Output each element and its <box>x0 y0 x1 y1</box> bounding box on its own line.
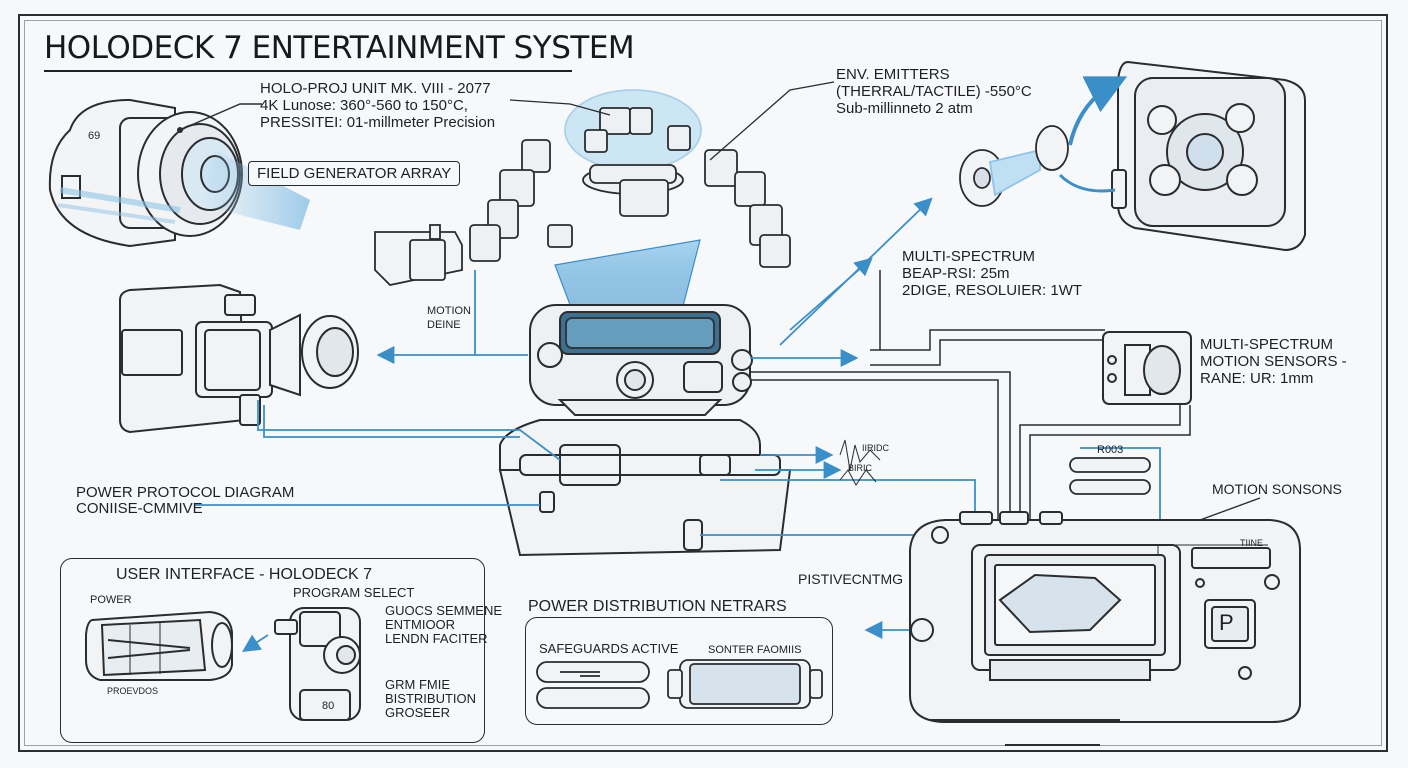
signal-lines <box>195 197 1161 652</box>
env-emitters-line2: (THERRAL/TACTILE) -550°C <box>836 83 1032 100</box>
ui-power-label: POWER <box>90 594 132 606</box>
page-title: HOLODECK 7 ENTERTAINMENT SYSTEM <box>44 30 635 66</box>
ui-bottom-line3: GROSEER <box>385 705 451 720</box>
power-distribution-title: POWER DISTRIBUTION NETRARS <box>528 598 787 615</box>
motion-define-line2: DEINE <box>427 319 461 331</box>
user-interface-title: USER INTERFACE - HOLODECK 7 <box>116 566 373 583</box>
control-console <box>909 511 1301 723</box>
ui-right-line2: ENTMIOOR <box>385 617 456 632</box>
multi-spectrum-right-line2: MOTION SENSORS - <box>1200 353 1347 370</box>
holo-proj-line2: 4K Lunose: 360°-560 to 150°C, <box>260 97 468 114</box>
pistive-label: PISTIVECNTMG <box>798 571 904 587</box>
motion-define-line1: MOTION <box>427 305 471 317</box>
ui-knob-label: 80 <box>322 700 335 712</box>
ui-bottom-line1: GRM FMIE <box>385 677 450 692</box>
ui-proevdos-label: PROEVDOS <box>107 686 159 696</box>
leader-motion-sonsons <box>1199 497 1261 521</box>
waveform-sketch <box>839 439 881 486</box>
env-emitters-line1: ENV. EMITTERS <box>836 66 950 83</box>
holo-proj-line1: HOLO-PROJ UNIT MK. VIII - 2077 <box>260 80 491 97</box>
leader-field-gen <box>509 99 611 116</box>
small-tag-3: R003 <box>1097 444 1124 456</box>
power-lines <box>750 270 1191 520</box>
small-tag-2: BIRIC <box>848 463 873 473</box>
title-underline <box>44 70 572 72</box>
lens-marking: 69 <box>88 130 100 142</box>
ui-panel-devices <box>85 607 361 721</box>
blueprint-frame <box>18 14 1388 752</box>
scale-ticks <box>1157 544 1268 555</box>
multi-spectrum-right-line3: RANE: UR: 1mm <box>1200 370 1314 387</box>
multi-spectrum-sensor <box>1102 331 1192 405</box>
console-p-key[interactable]: P <box>1219 610 1234 635</box>
power-distribution-panel <box>525 617 833 725</box>
emitter-flow-return <box>1058 173 1116 193</box>
multi-spectrum-right-line1: MULTI-SPECTRUM <box>1200 336 1334 353</box>
camera-module <box>119 283 359 434</box>
ui-right-line3: LENDN FACITER <box>385 631 488 646</box>
holo-proj-line3: PRESSITEI: 01-millmeter Precision <box>260 114 496 131</box>
leader-holo-proj <box>179 103 262 131</box>
emitter-panel <box>1111 60 1306 252</box>
leader-env-emitters <box>709 81 835 161</box>
sonter-label: SONTER FAOMIIS <box>708 644 802 656</box>
emitter-flow-arrow <box>1068 76 1128 146</box>
projector-base <box>498 419 792 557</box>
power-distribution-items <box>536 659 823 709</box>
power-protocol-line2: CONIISE-CMMIVE <box>76 500 203 517</box>
safeguards-label: SAFEGUARDS ACTIVE <box>539 641 679 656</box>
env-emitter-disc <box>959 125 1069 207</box>
holo-projector-lens <box>48 98 310 248</box>
ui-bottom-line2: BISTRIBUTION <box>385 691 477 706</box>
console-slide-switches <box>1069 457 1151 495</box>
field-generator-label: FIELD GENERATOR ARRAY <box>248 161 461 186</box>
small-tag-1: IIRIDC <box>862 443 889 453</box>
power-protocol-line1: POWER PROTOCOL DIAGRAM <box>76 484 295 501</box>
multi-spectrum-top-line3: 2DIGE, RESOLUIER: 1WT <box>902 282 1083 299</box>
user-interface-panel <box>60 558 485 743</box>
multi-spectrum-top-line1: MULTI-SPECTRUM <box>902 248 1036 265</box>
blueprint-inner-frame <box>24 20 1382 746</box>
env-emitters-line3: Sub-millinneto 2 atm <box>836 100 973 117</box>
central-projector <box>529 304 753 416</box>
field-generator-ring <box>469 89 791 268</box>
motion-module <box>374 224 463 286</box>
leader-dot <box>177 127 183 133</box>
ui-right-line1: GUOCS SEMMENE <box>385 603 503 618</box>
multi-spectrum-top-line2: BEAP-RSI: 25m <box>902 265 1010 282</box>
motion-sonsons-label: MOTION SONSONS <box>1212 481 1342 497</box>
small-tag-4: TIINE <box>1240 538 1264 548</box>
ui-program-select: PROGRAM SELECT <box>293 585 415 600</box>
